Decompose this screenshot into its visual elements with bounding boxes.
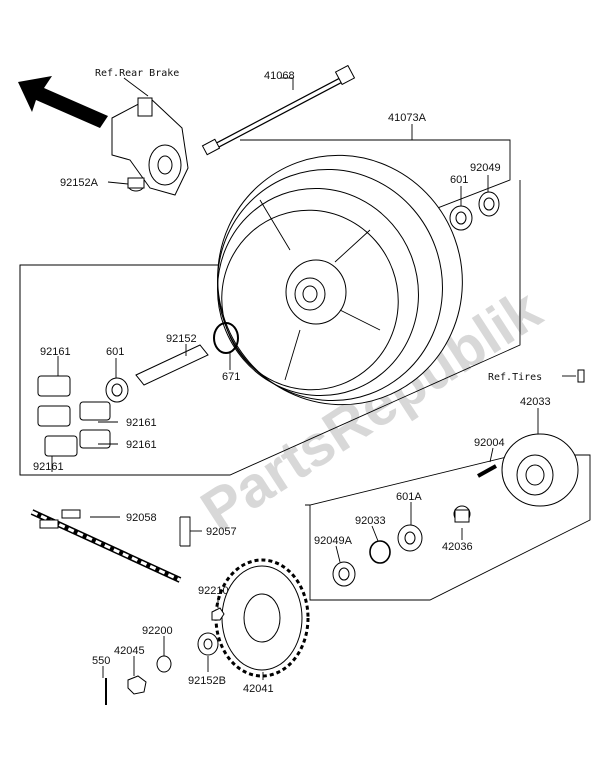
bearing-601-top-part (449, 205, 473, 231)
part-label-601A: 601A (396, 491, 422, 503)
part-label-92161-a: 92161 (40, 346, 71, 358)
wheel-rim-part (217, 154, 463, 406)
sprocket-assembly-outline (305, 454, 591, 601)
collar-92152-part (135, 344, 209, 386)
axle-part (201, 64, 356, 156)
direction-arrow-icon (18, 76, 108, 128)
nut-92210-part (211, 607, 225, 621)
part-label-42036: 42036 (442, 541, 473, 553)
part-label-92033: 92033 (355, 515, 386, 527)
washer-92200-part (156, 655, 172, 673)
part-label-42041: 42041 (243, 683, 274, 695)
circlip-92033-part (369, 540, 391, 564)
part-label-601-left: 601 (106, 346, 124, 358)
coupling-42033-part (501, 433, 579, 507)
leader-lines (51, 77, 576, 680)
collar-92152A-part (127, 177, 145, 192)
part-label-92210: 92210 (198, 585, 229, 597)
damper-92161-parts (37, 375, 111, 457)
rear-brake-bracket-part (111, 97, 189, 196)
part-label-601-top: 601 (450, 174, 468, 186)
chain-part (30, 509, 182, 583)
ref-rear-brake-label: Ref.Rear Brake (95, 68, 179, 79)
part-label-92057: 92057 (206, 526, 237, 538)
seal-92049A-part (332, 561, 356, 587)
nut-42045-part (127, 675, 147, 695)
part-label-550: 550 (92, 655, 110, 667)
part-label-41073A: 41073A (388, 112, 427, 124)
sprocket-part (214, 558, 310, 678)
part-label-92049A: 92049A (314, 535, 353, 547)
part-label-92004: 92004 (474, 437, 505, 449)
ref-tires-label: Ref.Tires (488, 372, 542, 383)
part-label-92058: 92058 (126, 512, 157, 524)
part-label-92049: 92049 (470, 162, 501, 174)
part-label-92161-c: 92161 (126, 439, 157, 451)
part-label-92161-d: 92161 (33, 461, 64, 473)
part-label-92152: 92152 (166, 333, 197, 345)
part-label-42033: 42033 (520, 396, 551, 408)
part-label-92152A: 92152A (60, 177, 99, 189)
part-label-41068: 41068 (264, 70, 295, 82)
bearing-601A-part (397, 524, 423, 552)
stud-92004-part (477, 464, 497, 478)
part-label-42045: 42045 (114, 645, 145, 657)
collar-42036-part (453, 505, 471, 523)
part-label-671: 671 (222, 371, 240, 383)
part-label-92200: 92200 (142, 625, 173, 637)
part-label-92152B: 92152B (188, 675, 226, 687)
oring-671-part (213, 322, 239, 354)
bearing-601-left-part (105, 377, 129, 403)
seal-92049-part (478, 191, 500, 217)
part-label-92161-b: 92161 (126, 417, 157, 429)
collar-92152B-part (197, 632, 219, 656)
tire-valve-part (577, 369, 585, 383)
